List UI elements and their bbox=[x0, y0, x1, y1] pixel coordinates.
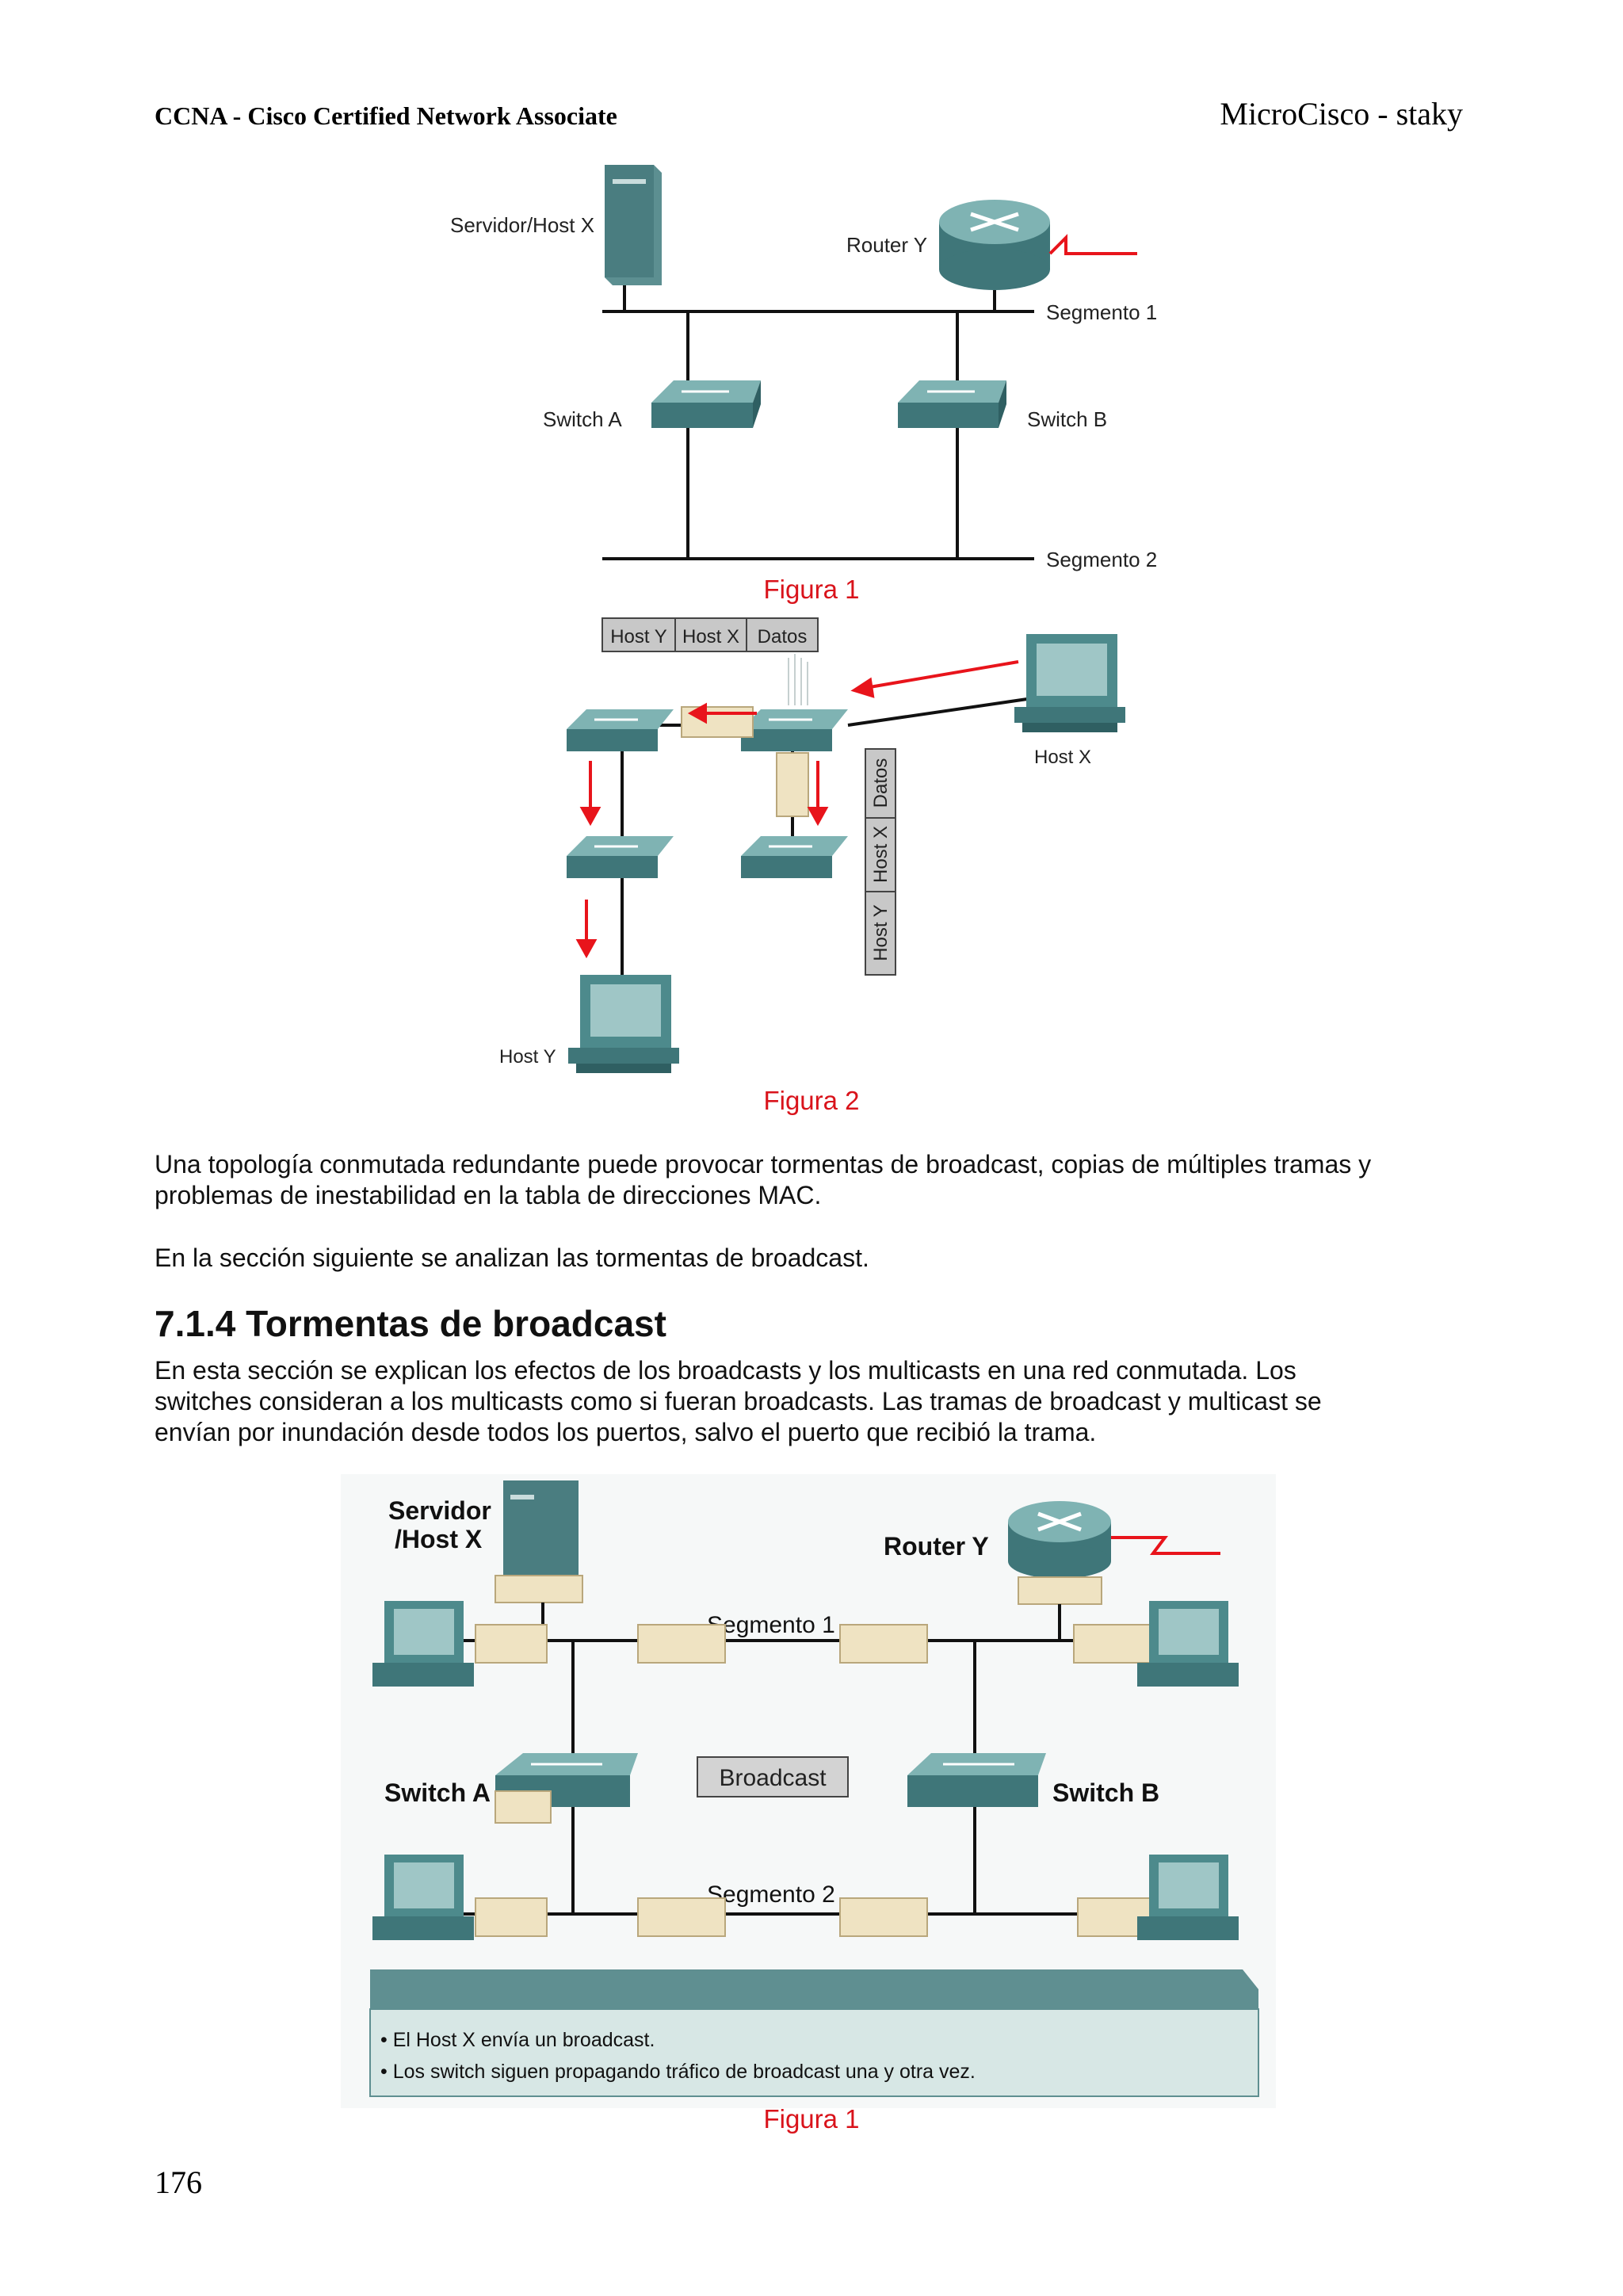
paragraph-redundant-topology: Una topología conmutada redundante puede… bbox=[155, 1149, 1468, 1211]
pc-icons bbox=[372, 1601, 1239, 1940]
bullet-2: • Los switch siguen propagando tráfico d… bbox=[380, 2061, 976, 2083]
router-label: Router Y bbox=[846, 233, 927, 257]
switch-b-label: Switch B bbox=[1052, 1778, 1159, 1807]
paragraph-next-section: En la sección siguiente se analizan las … bbox=[155, 1244, 869, 1272]
switch-b-icon bbox=[898, 380, 1006, 428]
segment1-label: Segmento 1 bbox=[1046, 300, 1157, 324]
frame-envelope-vertical bbox=[776, 752, 809, 817]
switch-a-icon bbox=[495, 1753, 638, 1824]
switch-bottom-right-icon bbox=[741, 836, 848, 878]
switch-a-icon bbox=[651, 380, 761, 428]
paragraph-line: En esta sección se explican los efectos … bbox=[155, 1356, 1296, 1385]
server-icon bbox=[495, 1480, 583, 1603]
frame-field-host-x: Host X bbox=[682, 626, 739, 648]
vframe-field-datos: Datos bbox=[870, 758, 892, 808]
frame-header: Host Y Host X Datos bbox=[601, 617, 819, 652]
red-arrows bbox=[575, 660, 1019, 959]
router-icon bbox=[1008, 1501, 1111, 1605]
wan-link-icon bbox=[1111, 1536, 1220, 1555]
segment1-label: Segmento 1 bbox=[707, 1612, 835, 1638]
server-label-line1: Servidor bbox=[388, 1496, 491, 1525]
switch-a-label: Switch A bbox=[384, 1778, 491, 1807]
switch-a-label: Switch A bbox=[543, 407, 622, 431]
svg-text:Broadcast: Broadcast bbox=[719, 1765, 827, 1791]
info-panel: • El Host X envía un broadcast. • Los sw… bbox=[369, 1969, 1259, 2097]
wan-link-icon bbox=[1048, 234, 1137, 255]
frame-field-datos: Datos bbox=[758, 626, 808, 648]
router-icon bbox=[939, 200, 1050, 290]
paragraph-line: switches consideran a los multicasts com… bbox=[155, 1387, 1322, 1415]
segment2-label: Segmento 2 bbox=[1046, 548, 1157, 571]
section-title: 7.1.4 Tormentas de broadcast bbox=[155, 1303, 666, 1344]
paragraph-broadcast-effects: En esta sección se explican los efectos … bbox=[155, 1355, 1468, 1448]
broadcast-badge: Broadcast bbox=[697, 1756, 849, 1797]
server-icon bbox=[605, 165, 662, 285]
figure2-diagram: Host Y Host X Datos bbox=[499, 617, 1125, 1073]
figure3-caption: Figura 1 bbox=[763, 2104, 860, 2134]
figure3-diagram: Servidor /Host X Router Y Segmento 1 Seg… bbox=[341, 1474, 1276, 2108]
figure2-caption: Figura 2 bbox=[763, 1086, 860, 1115]
page-number: 176 bbox=[155, 2164, 202, 2200]
paragraph-line: Una topología conmutada redundante puede… bbox=[155, 1150, 1372, 1179]
router-label: Router Y bbox=[884, 1532, 989, 1561]
switch-top-right-icon bbox=[741, 709, 848, 751]
paragraph-line: problemas de inestabilidad en la tabla d… bbox=[155, 1181, 822, 1209]
paragraph-line: envían por inundación desde todos los pu… bbox=[155, 1418, 1097, 1446]
header-site: MicroCisco - staky bbox=[1220, 96, 1463, 132]
server-label-line2: /Host X bbox=[395, 1525, 483, 1553]
broadcast-rays bbox=[788, 654, 808, 705]
host-y-label: Host Y bbox=[499, 1046, 556, 1068]
switch-b-icon bbox=[907, 1753, 1046, 1807]
segment2-label: Segmento 2 bbox=[707, 1881, 835, 1908]
vframe-field-host-y: Host Y bbox=[870, 904, 892, 961]
frame-field-host-y: Host Y bbox=[610, 626, 667, 648]
vframe-field-host-x: Host X bbox=[870, 826, 892, 883]
figure1-diagram: Servidor/Host X Router Y Segmento 1 Swit… bbox=[450, 165, 1157, 571]
switch-bottom-left-icon bbox=[567, 836, 674, 878]
switch-top-left-icon bbox=[567, 709, 674, 751]
host-x-label: Host X bbox=[1034, 747, 1091, 768]
bullet-1: • El Host X envía un broadcast. bbox=[380, 2029, 655, 2051]
host-x-icon bbox=[1014, 634, 1125, 732]
figure1-caption: Figura 1 bbox=[763, 575, 860, 604]
host-y-icon bbox=[568, 975, 679, 1073]
frame-header-vertical: Datos Host X Host Y bbox=[865, 748, 896, 976]
server-label: Servidor/Host X bbox=[450, 213, 594, 237]
switch-b-label: Switch B bbox=[1027, 407, 1107, 431]
header-title: CCNA - Cisco Certified Network Associate bbox=[155, 101, 617, 130]
